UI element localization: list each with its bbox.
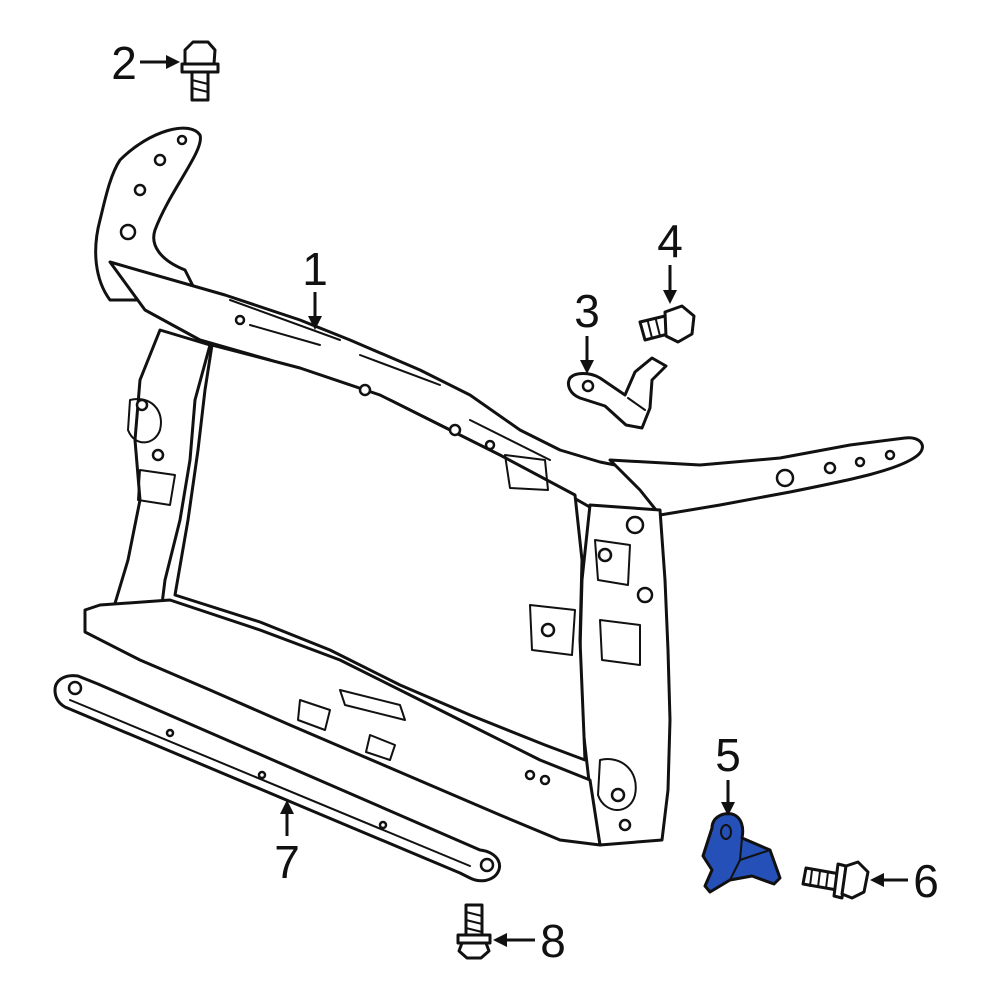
bolt-part-8[interactable] bbox=[456, 903, 492, 960]
bolt-part-6[interactable] bbox=[801, 860, 870, 900]
callout-4: 4 bbox=[657, 215, 683, 267]
arrow-7 bbox=[280, 800, 294, 836]
arrow-4 bbox=[663, 265, 677, 304]
arrow-1 bbox=[308, 292, 322, 330]
arrow-8 bbox=[493, 933, 535, 947]
callout-6: 6 bbox=[913, 855, 939, 907]
hood-latch-bracket[interactable] bbox=[566, 356, 668, 430]
callout-5: 5 bbox=[715, 729, 741, 781]
callout-1: 1 bbox=[302, 243, 328, 295]
bolt-part-4[interactable] bbox=[638, 304, 696, 344]
radiator-support-frame[interactable] bbox=[83, 126, 924, 847]
bolt-part-2[interactable] bbox=[180, 40, 220, 102]
callout-3: 3 bbox=[574, 285, 600, 337]
callout-2: 2 bbox=[111, 37, 137, 89]
callout-7: 7 bbox=[274, 836, 300, 888]
highlighted-bracket-part-5[interactable] bbox=[701, 812, 782, 894]
arrow-6 bbox=[870, 873, 908, 887]
callout-8: 8 bbox=[540, 915, 566, 967]
arrow-5 bbox=[721, 780, 735, 816]
arrow-3 bbox=[580, 336, 594, 374]
arrow-2 bbox=[140, 55, 180, 69]
lower-support-strip[interactable] bbox=[53, 674, 501, 883]
